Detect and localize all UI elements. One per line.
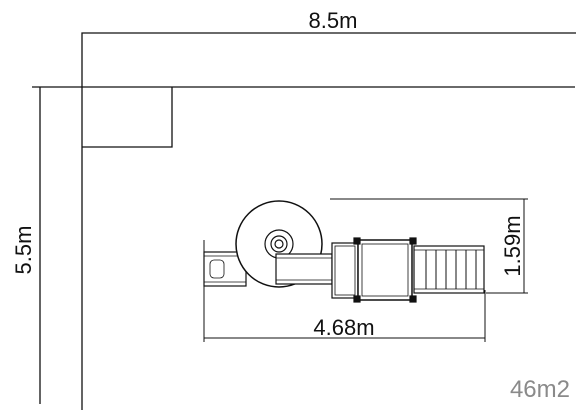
area-label: 46m2 xyxy=(510,376,570,403)
equipment-length-dimension-line xyxy=(203,240,486,342)
site-boundary xyxy=(32,32,576,410)
equipment-width-dimension-line xyxy=(330,198,528,294)
play-equipment xyxy=(203,200,485,303)
equipment-length-label: 4.68m xyxy=(313,315,374,340)
equipment-width-label: 1.59m xyxy=(500,215,525,276)
connecting-bridge xyxy=(275,253,333,285)
building-notch xyxy=(82,87,173,148)
depth-dimension-label: 5.5m xyxy=(11,226,36,275)
climbing-ladder xyxy=(413,245,485,294)
width-dimension-label: 8.5m xyxy=(309,8,358,33)
